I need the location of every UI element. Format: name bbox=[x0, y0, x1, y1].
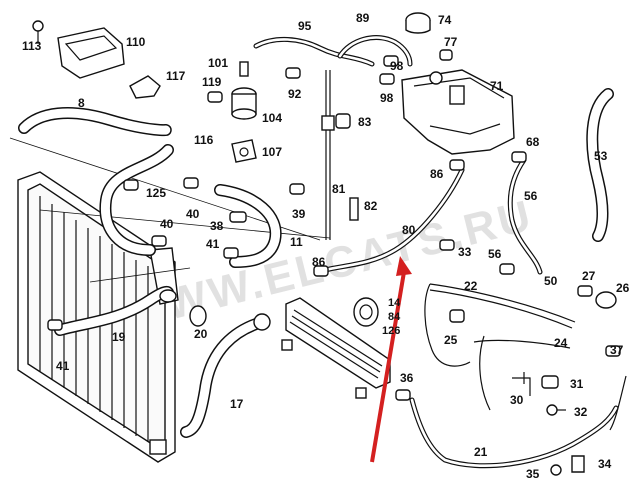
label-56-lower: 56 bbox=[488, 247, 502, 261]
label-30: 30 bbox=[510, 393, 524, 407]
label-33: 33 bbox=[458, 245, 472, 259]
hose-11 bbox=[214, 184, 282, 268]
label-21: 21 bbox=[474, 445, 488, 459]
mount-107 bbox=[231, 139, 257, 163]
hose-50 bbox=[507, 157, 543, 275]
label-104: 104 bbox=[262, 111, 282, 125]
hose-17 bbox=[180, 316, 268, 438]
label-101: 101 bbox=[208, 56, 228, 70]
oil-cooler bbox=[281, 297, 391, 399]
label-119: 119 bbox=[202, 75, 222, 89]
part-labels: 113 110 117 101 119 92 104 95 89 74 77 9… bbox=[22, 11, 630, 481]
label-41-upper: 41 bbox=[206, 237, 220, 251]
hose-89 bbox=[337, 35, 413, 67]
label-39: 39 bbox=[292, 207, 306, 221]
clip-117 bbox=[129, 75, 161, 99]
label-80: 80 bbox=[402, 223, 416, 237]
label-125: 125 bbox=[146, 186, 166, 200]
hose-80 bbox=[322, 167, 465, 273]
bracket-30 bbox=[512, 372, 531, 396]
label-117: 117 bbox=[166, 69, 186, 83]
label-25: 25 bbox=[444, 333, 458, 347]
label-116: 116 bbox=[194, 133, 214, 147]
label-40-lower: 40 bbox=[160, 217, 174, 231]
label-32: 32 bbox=[574, 405, 588, 419]
label-82: 82 bbox=[364, 199, 378, 213]
expansion-tank bbox=[401, 69, 515, 155]
label-81: 81 bbox=[332, 182, 346, 196]
label-83: 83 bbox=[358, 115, 372, 129]
label-86-upper: 86 bbox=[430, 167, 444, 181]
label-113: 113 bbox=[22, 39, 42, 53]
label-107: 107 bbox=[262, 145, 282, 159]
bolt-113 bbox=[32, 20, 44, 44]
tube-24 bbox=[473, 335, 571, 411]
label-71: 71 bbox=[490, 79, 504, 93]
fittings bbox=[159, 289, 617, 331]
tube-21 bbox=[409, 375, 627, 469]
label-50: 50 bbox=[544, 274, 558, 288]
label-19: 19 bbox=[112, 330, 126, 344]
label-53: 53 bbox=[594, 149, 608, 163]
label-14: 14 bbox=[388, 297, 401, 309]
label-36: 36 bbox=[400, 371, 414, 385]
label-89: 89 bbox=[356, 11, 370, 25]
label-68: 68 bbox=[526, 135, 540, 149]
label-34: 34 bbox=[598, 457, 612, 471]
label-98-top: 98 bbox=[390, 59, 404, 73]
label-110: 110 bbox=[126, 35, 146, 49]
hose-8 bbox=[18, 107, 172, 137]
hose-53 bbox=[586, 88, 614, 242]
label-11: 11 bbox=[290, 235, 303, 249]
label-22: 22 bbox=[464, 279, 478, 293]
label-8: 8 bbox=[78, 96, 85, 110]
label-95: 95 bbox=[298, 19, 312, 33]
bolt-32 bbox=[546, 404, 566, 416]
part-83 bbox=[335, 113, 351, 129]
label-84: 84 bbox=[388, 311, 401, 323]
label-92: 92 bbox=[288, 87, 302, 101]
label-126: 126 bbox=[382, 325, 400, 337]
label-86-lower: 86 bbox=[312, 255, 326, 269]
label-27: 27 bbox=[582, 269, 596, 283]
label-37: 37 bbox=[610, 343, 624, 357]
label-38: 38 bbox=[210, 219, 224, 233]
label-35: 35 bbox=[526, 467, 540, 481]
label-17: 17 bbox=[230, 397, 244, 411]
label-41-lower: 41 bbox=[56, 359, 70, 373]
bracket-110 bbox=[57, 27, 125, 79]
pointer-arrow bbox=[370, 256, 412, 463]
label-74: 74 bbox=[438, 13, 452, 27]
label-40-upper: 40 bbox=[186, 207, 200, 221]
bracket-34 bbox=[571, 455, 585, 473]
label-98-bottom: 98 bbox=[380, 91, 394, 105]
clamps bbox=[47, 49, 621, 401]
label-31: 31 bbox=[570, 377, 584, 391]
bolt-35 bbox=[550, 464, 562, 476]
dipstick bbox=[321, 70, 359, 240]
label-56-upper: 56 bbox=[524, 189, 538, 203]
cap-74 bbox=[405, 12, 431, 34]
label-77: 77 bbox=[444, 35, 458, 49]
hose-95 bbox=[253, 36, 375, 67]
label-26: 26 bbox=[616, 281, 630, 295]
label-24: 24 bbox=[554, 336, 568, 350]
hose-116 bbox=[99, 144, 174, 256]
pump-104 bbox=[231, 61, 257, 120]
tube-22 bbox=[424, 283, 576, 367]
label-20: 20 bbox=[194, 327, 208, 341]
